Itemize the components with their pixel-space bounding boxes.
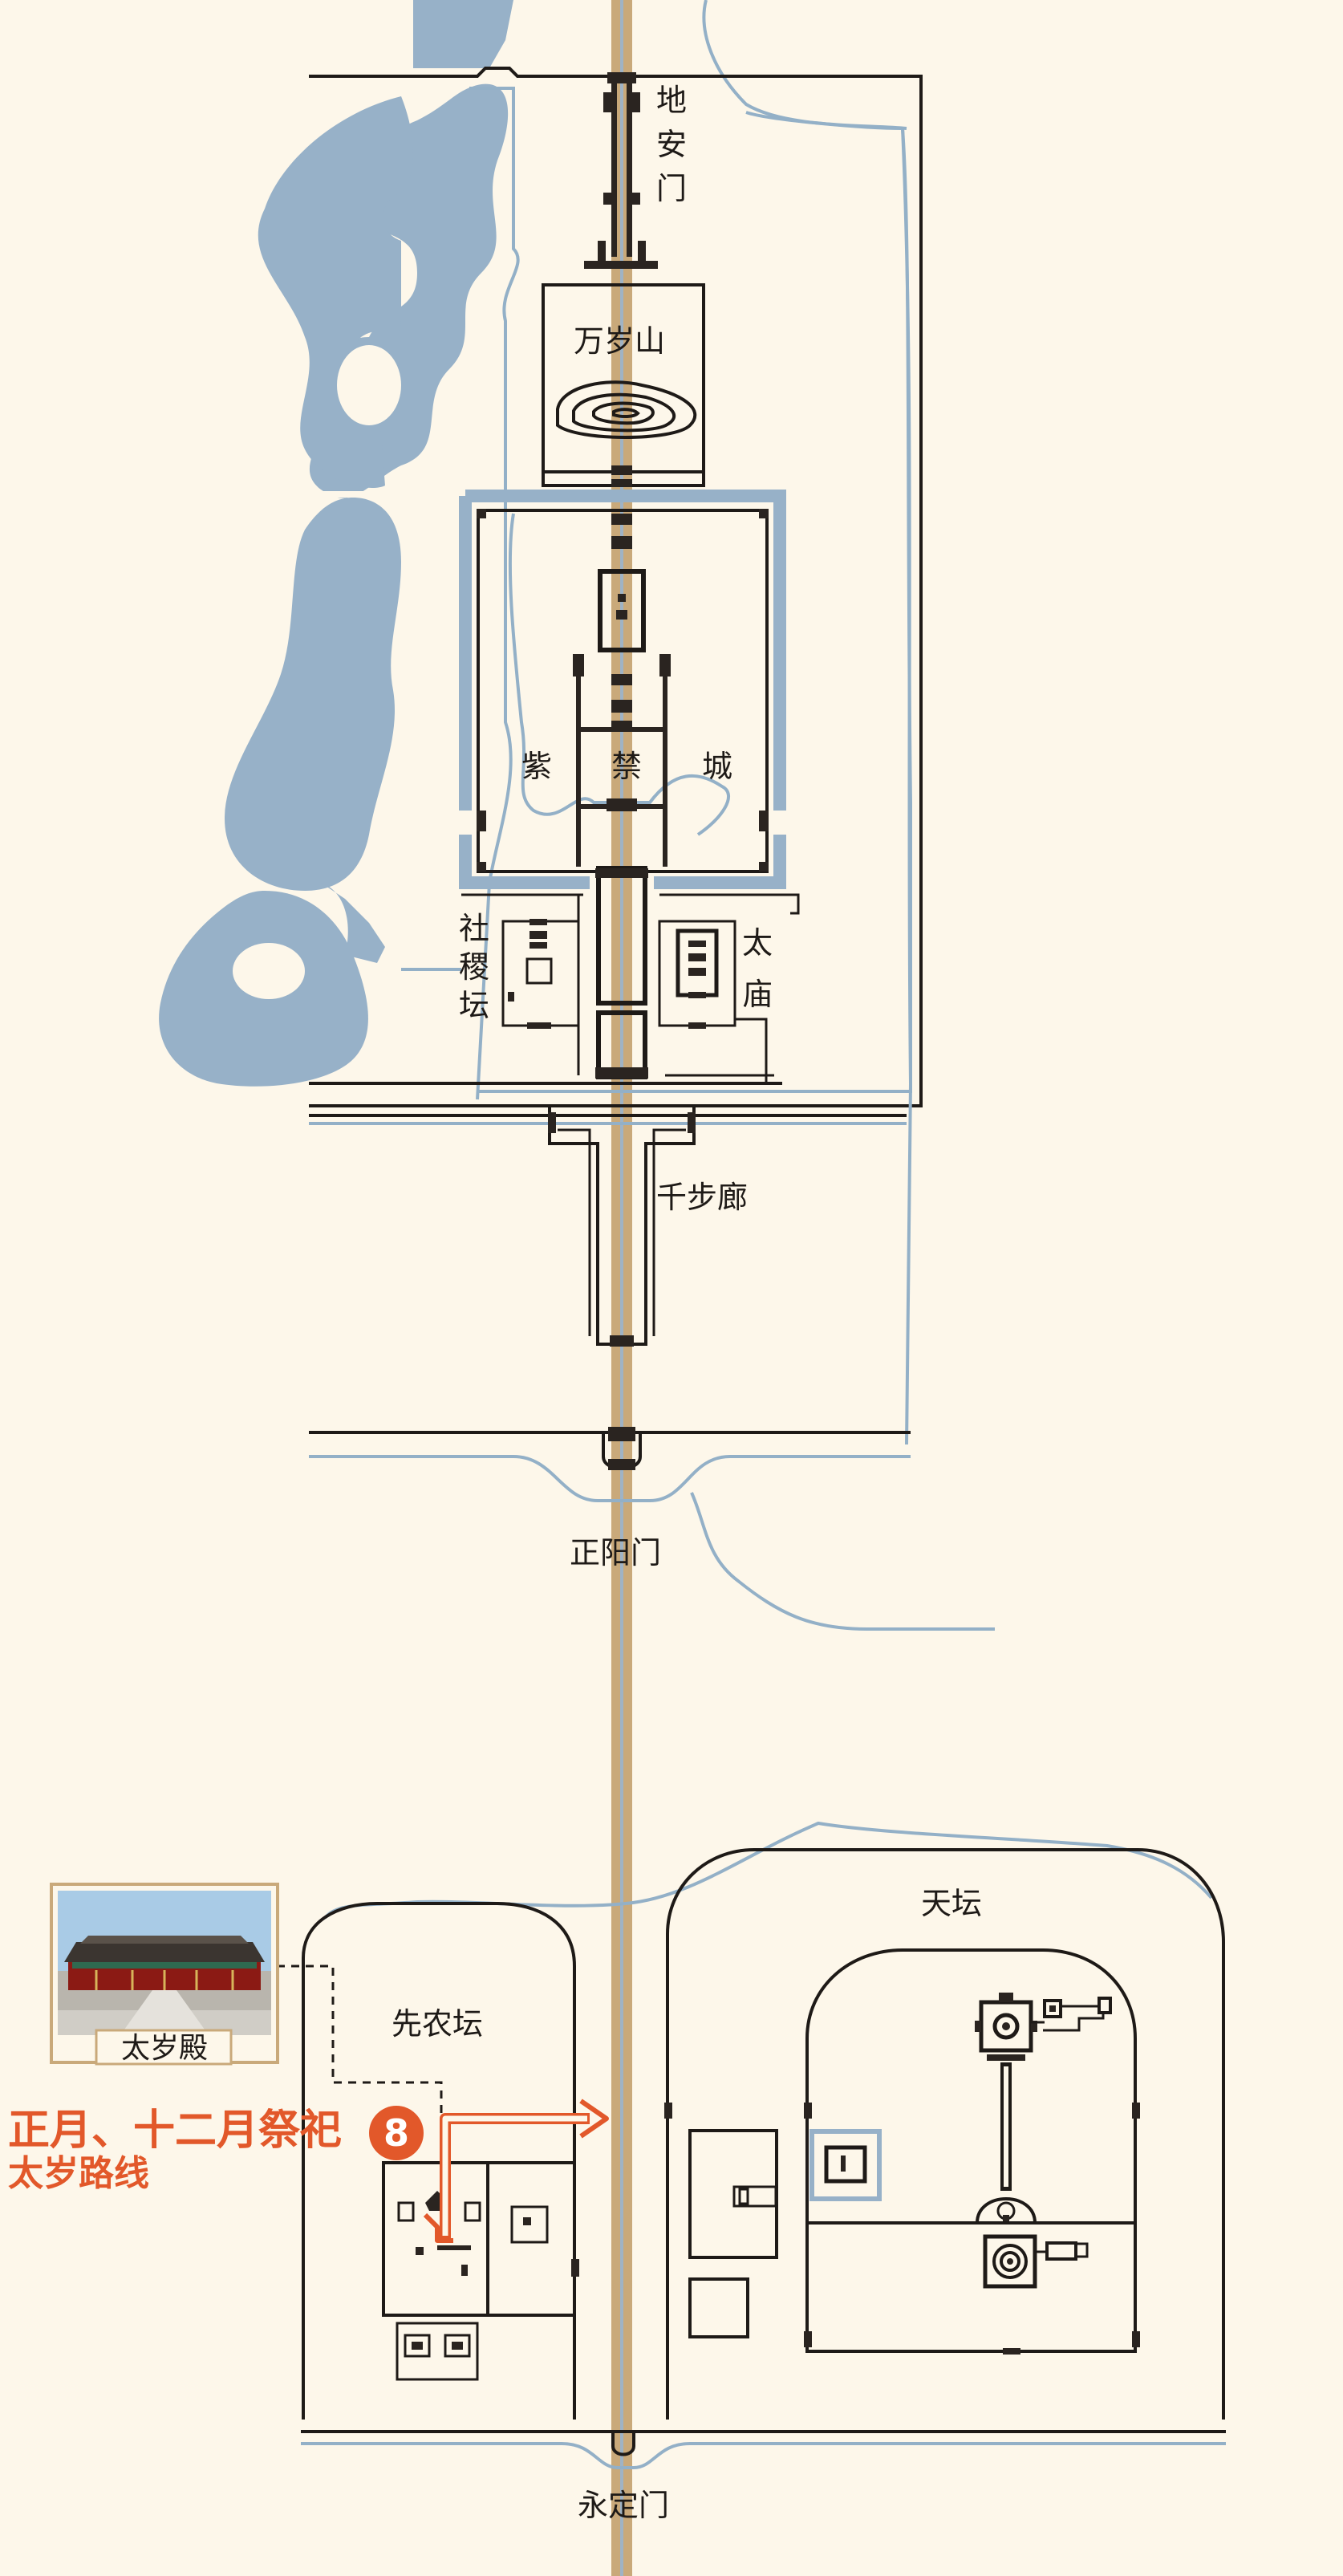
route-title: 正月、十二月祭祀 (8, 2106, 342, 2155)
tai-miao-halls (688, 941, 706, 1029)
route-badge (369, 2106, 424, 2160)
qian-bu-lang-label: 千步廊 (656, 1180, 748, 1215)
forbidden-city-moat (459, 490, 786, 889)
tian-tan-inner-wall (805, 1948, 1137, 2353)
zi-label: 紫 (521, 749, 552, 784)
east-river-outer (901, 128, 913, 1445)
yong-ding-men-label: 永定门 (578, 2488, 669, 2523)
qi-nian-dian-complex (975, 1993, 1112, 2191)
zhai-gong (809, 2129, 882, 2201)
outer-city-river (323, 1821, 1213, 1920)
forbidden-city-inner-river (508, 513, 730, 836)
lake-island-south (233, 943, 305, 999)
outer-city-south-moat (301, 2442, 1226, 2469)
tian-an-men-gates (595, 866, 648, 1079)
di-an-men-label-3: 门 (656, 171, 687, 206)
imperial-city-inner-river (469, 87, 520, 1100)
photo-leader-line (277, 1965, 443, 2195)
north-lake-top (413, 0, 513, 68)
tai-miao-label-2: 庙 (742, 977, 773, 1012)
cheng-label: 城 (702, 749, 732, 784)
tian-tan-label: 天坛 (921, 1886, 982, 1921)
jin-label: 禁 (611, 749, 642, 784)
forbidden-city-palaces (573, 514, 671, 867)
hill-contour-icon (556, 380, 697, 439)
xian-nong-tan-outer-wall (302, 1902, 576, 2420)
qian-bu-lang-gate-left (548, 1112, 556, 1133)
tian-tan-gates (664, 2103, 1140, 2355)
forbidden-city-corner-towers (477, 509, 769, 872)
she-ji-tan-label-1: 社 (459, 911, 489, 946)
route-badge-number: 8 (383, 2111, 409, 2155)
lake-island-north (337, 345, 401, 425)
inner-city-moat (309, 1455, 911, 1502)
qian-bu-lang-outer (558, 1128, 686, 1336)
wan-sui-shan-gates (611, 465, 632, 487)
she-ji-tan-halls (508, 919, 551, 1029)
tai-miao-label-1: 太 (742, 925, 773, 961)
tian-tan-west-buildings (688, 2129, 778, 2338)
lake-bridge (305, 491, 393, 498)
zheng-yang-men-arrow-tower (608, 1459, 635, 1470)
di-an-men-label-1: 地 (656, 83, 687, 118)
yong-ding-men-barbican (611, 2432, 635, 2456)
zheng-yang-men-label: 正阳门 (570, 1535, 661, 1570)
xian-nong-tan-label: 先农坛 (392, 2006, 483, 2042)
she-ji-tan-altar (525, 957, 553, 985)
tian-tan-outer-wall (666, 1848, 1225, 2420)
qian-bu-lang-gate-right (688, 1112, 696, 1133)
tai-sui-dian-photo (50, 1883, 279, 2066)
tai-miao-outer-wall (659, 893, 800, 1083)
tai-sui-dian-caption: 太岁殿 (121, 2032, 208, 2065)
wan-sui-shan-label: 万岁山 (574, 323, 665, 359)
zheng-yang-men-gate (608, 1427, 635, 1441)
route-subtitle: 太岁路线 (8, 2153, 149, 2194)
huan-qiu-complex (976, 2197, 1089, 2289)
west-lakes (159, 83, 509, 1087)
imperial-city-wall (309, 67, 923, 1107)
qian-bu-lang-south-gate (610, 1335, 634, 1347)
she-ji-tan-label-3: 坛 (459, 988, 489, 1023)
she-ji-tan-label-2: 稷 (459, 949, 489, 985)
xian-nong-tan-inner (382, 2161, 579, 2381)
north-river-top-right (702, 0, 907, 130)
south-moat-branch (690, 1492, 995, 1631)
di-an-men-label-2: 安 (656, 127, 687, 162)
tai-sui-route-arrow (423, 2099, 609, 2243)
di-an-men-gate (584, 72, 658, 269)
